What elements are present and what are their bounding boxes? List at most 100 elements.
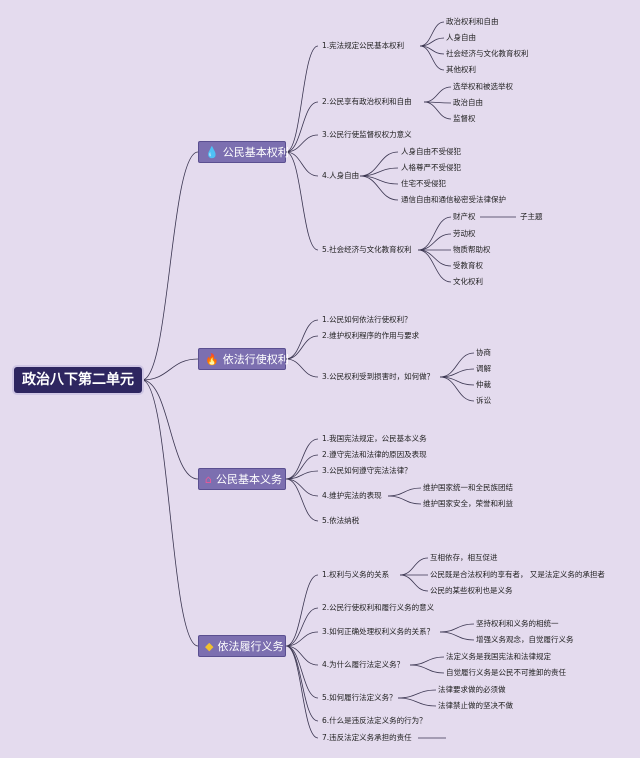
branch-fulfil-duties[interactable]: ◆依法履行义务 <box>198 635 286 657</box>
connector <box>439 631 475 641</box>
topic-item[interactable]: 3.公民如何遵守宪法法律？ <box>322 466 412 475</box>
connector <box>409 664 445 674</box>
subtopic-item[interactable]: 协商 <box>476 348 491 357</box>
branch-basic-rights[interactable]: 💧公民基本权利 <box>198 141 289 163</box>
topic-item[interactable]: 3.公民权利受到损害时，如何做？ <box>322 372 435 381</box>
connector <box>285 151 319 251</box>
connector <box>397 689 437 699</box>
subtopic-item[interactable]: 人身自由不受侵犯 <box>401 147 461 156</box>
connector <box>141 358 199 381</box>
connector <box>285 631 319 647</box>
subtopic-item[interactable]: 受教育权 <box>453 261 483 270</box>
topic-item[interactable]: 4.人身自由 <box>322 171 360 180</box>
subtopic-item[interactable]: 维护国家统一和全民族团结 <box>423 483 513 492</box>
subtopic-item[interactable]: 监督权 <box>453 114 476 123</box>
connector <box>141 379 199 647</box>
connector <box>285 478 319 522</box>
subtopic-item[interactable]: 住宅不受侵犯 <box>401 179 446 188</box>
branch-exercise-rights[interactable]: 🔥依法行使权利 <box>198 348 289 370</box>
topic-item[interactable]: 2.维护权利程序的作用与要求 <box>322 331 420 340</box>
connector <box>399 574 429 592</box>
topic-item[interactable]: 1.公民如何依法行使权利？ <box>322 315 412 324</box>
connector <box>285 438 319 480</box>
subtopic-item[interactable]: 选举权和被选举权 <box>453 82 513 91</box>
topic-item[interactable]: 3.如何正确处理权利义务的关系？ <box>322 627 435 636</box>
branch-basic-duties[interactable]: ⌂公民基本义务 <box>198 468 286 490</box>
subtopic-item[interactable]: 通信自由和通信秘密受法律保护 <box>401 195 506 204</box>
branch-label: 依法履行义务 <box>217 640 284 653</box>
connector <box>285 101 319 153</box>
connector <box>285 470 319 480</box>
subtopic-item[interactable]: 人身自由 <box>446 33 476 42</box>
topic-item[interactable]: 5.社会经济与文化教育权利 <box>322 245 412 254</box>
connector <box>439 352 475 378</box>
subtopic-item[interactable]: 公民的某些权利也是义务 <box>430 586 513 595</box>
connector <box>285 45 319 153</box>
connector <box>417 233 452 251</box>
connector <box>439 376 475 402</box>
subtopic-item[interactable]: 财产权 <box>453 212 476 221</box>
topic-item[interactable]: 4.维护宪法的表现 <box>322 491 382 500</box>
branch-label: 公民基本权利 <box>222 146 289 159</box>
subtopic-item[interactable]: 调解 <box>476 364 491 373</box>
branch-label: 公民基本义务 <box>215 473 282 486</box>
subtopic-leaf[interactable]: 子主题 <box>520 212 543 221</box>
branch-label: 依法行使权利 <box>222 353 289 366</box>
connector <box>423 86 452 103</box>
subtopic-item[interactable]: 法律禁止做的坚决不做 <box>438 701 513 710</box>
subtopic-item[interactable]: 文化权利 <box>453 277 483 286</box>
topic-item[interactable]: 2.公民行使权利和履行义务的意义 <box>322 603 435 612</box>
topic-item[interactable]: 1.权利与义务的关系 <box>322 570 390 579</box>
connector <box>285 319 319 360</box>
diamond-icon: ◆ <box>205 640 214 653</box>
connector <box>423 101 452 120</box>
topic-item[interactable]: 2.公民享有政治权利和自由 <box>322 97 412 106</box>
subtopic-item[interactable]: 社会经济与文化教育权利 <box>446 49 529 58</box>
subtopic-item[interactable]: 劳动权 <box>453 229 476 238</box>
topic-item[interactable]: 2.遵守宪法和法律的原因及表现 <box>322 450 427 459</box>
connector <box>439 623 475 633</box>
root-topic[interactable]: 政治八下第二单元 <box>14 367 142 393</box>
subtopic-item[interactable]: 政治权利和自由 <box>446 17 499 26</box>
subtopic-item[interactable]: 诉讼 <box>476 396 491 405</box>
topic-item[interactable]: 1.宪法规定公民基本权利 <box>322 41 405 50</box>
connector <box>417 249 452 283</box>
topic-item[interactable]: 5.依法纳税 <box>322 516 360 525</box>
connector <box>359 167 399 177</box>
connector <box>419 21 445 47</box>
connector <box>439 368 475 378</box>
connector <box>285 134 319 153</box>
connector <box>419 45 445 71</box>
connector <box>141 151 199 381</box>
connector <box>419 37 445 47</box>
subtopic-item[interactable]: 增强义务观念，自觉履行义务 <box>476 635 574 644</box>
topic-item[interactable]: 1.我国宪法规定，公民基本义务 <box>322 434 427 443</box>
topic-item[interactable]: 7.违反法定义务承担的责任 <box>322 733 412 742</box>
topic-item[interactable]: 6.什么是违反法定义务的行为？ <box>322 716 427 725</box>
connector <box>397 697 437 707</box>
connector <box>417 216 452 251</box>
subtopic-item[interactable]: 政治自由 <box>453 98 483 107</box>
subtopic-item[interactable]: 仲裁 <box>476 380 491 389</box>
topic-item[interactable]: 5.如何履行法定义务？ <box>322 693 397 702</box>
subtopic-item[interactable]: 公民既是合法权利的享有者， 又是法定义务的承担者 <box>430 570 605 579</box>
subtopic-item[interactable]: 法定义务是我国宪法和法律规定 <box>446 652 551 661</box>
subtopic-item[interactable]: 法律要求做的必须做 <box>438 685 506 694</box>
topic-item[interactable]: 3.公民行使监督权权力意义 <box>322 130 412 139</box>
connector <box>285 645 319 699</box>
subtopic-item[interactable]: 互相依存，相互促进 <box>430 553 498 562</box>
subtopic-item[interactable]: 物质帮助权 <box>453 245 491 254</box>
subtopic-item[interactable]: 自觉履行义务是公民不可推卸的责任 <box>446 668 566 677</box>
subtopic-item[interactable]: 人格尊严不受侵犯 <box>401 163 461 172</box>
connector <box>409 656 445 666</box>
connector <box>359 151 399 177</box>
home-icon: ⌂ <box>205 473 212 486</box>
connector <box>399 557 429 576</box>
connector <box>285 454 319 480</box>
subtopic-item[interactable]: 坚持权利和义务的相统一 <box>476 619 559 628</box>
connector <box>387 495 422 505</box>
subtopic-item[interactable]: 维护国家安全，荣誉和利益 <box>423 499 513 508</box>
topic-item[interactable]: 4.为什么履行法定义务？ <box>322 660 405 669</box>
subtopic-item[interactable]: 其他权利 <box>446 65 476 74</box>
